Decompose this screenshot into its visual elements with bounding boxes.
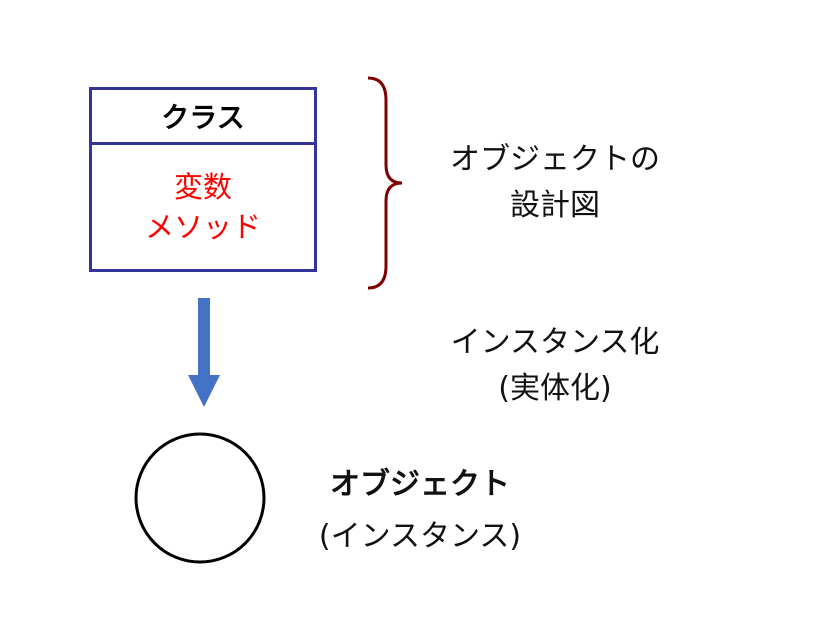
blueprint-label-line1: オブジェクトの — [450, 142, 660, 177]
instantiation-label-line1: インスタンス化 — [450, 325, 660, 360]
class-members: 変数 メソッド — [92, 145, 314, 269]
class-title: クラス — [92, 90, 314, 145]
arrow-shaft — [198, 298, 210, 376]
class-box: クラス 変数 メソッド — [89, 87, 317, 272]
instantiation-label-line2: (実体化) — [498, 371, 612, 406]
instantiation-label: インスタンス化 (実体化) — [415, 320, 695, 412]
blueprint-label: オブジェクトの 設計図 — [415, 137, 695, 229]
object-circle — [134, 432, 266, 564]
object-label: オブジェクト (インスタンス) — [280, 459, 560, 563]
curly-brace — [367, 76, 403, 290]
object-label-title: オブジェクト — [330, 467, 510, 502]
class-member-methods: メソッド — [144, 210, 261, 244]
blueprint-label-line2: 設計図 — [510, 188, 600, 223]
object-label-subtitle: (インスタンス) — [318, 519, 522, 554]
arrow-head — [188, 375, 220, 407]
class-member-variables: 変数 — [173, 170, 232, 204]
